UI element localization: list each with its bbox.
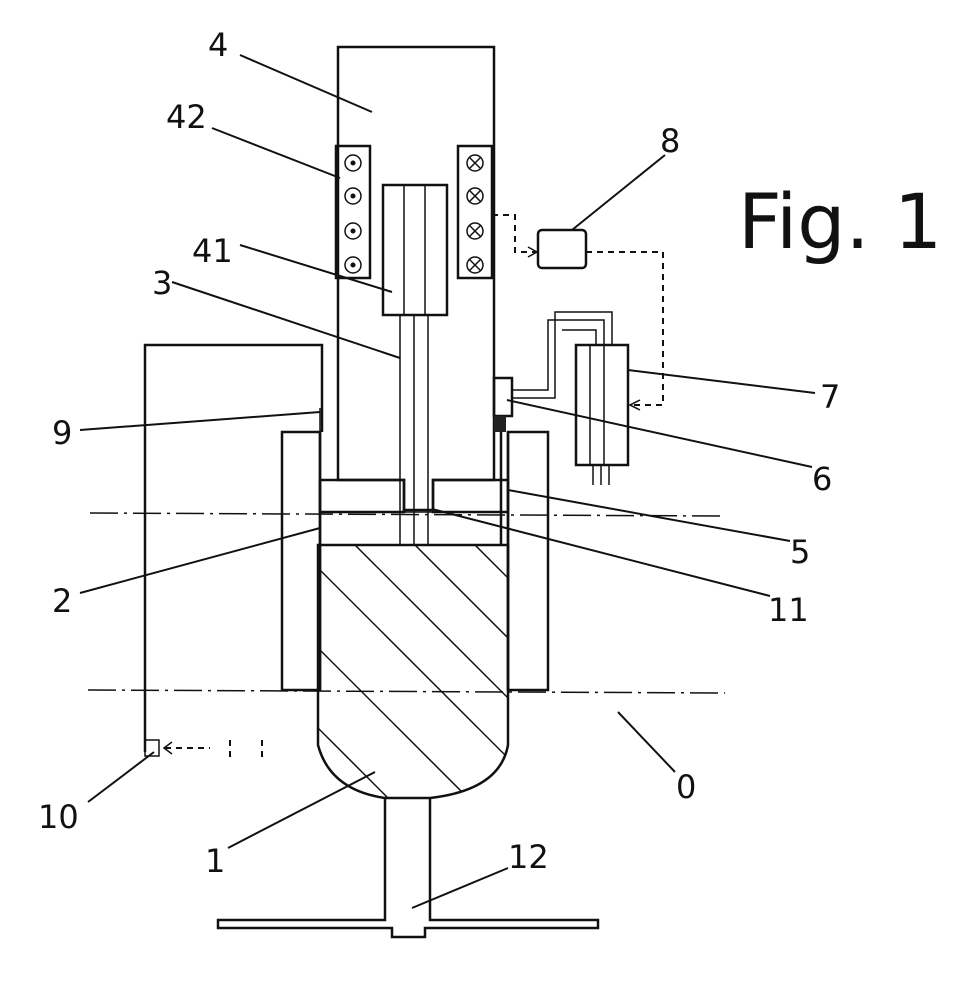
magnetic-core	[383, 185, 447, 315]
label-11: 11	[768, 591, 809, 629]
label-1: 1	[205, 842, 225, 880]
label-2: 2	[52, 582, 72, 620]
label-8: 8	[660, 122, 680, 160]
label-6: 6	[812, 460, 832, 498]
level-line-lower	[88, 690, 725, 693]
induction-coil-right	[458, 146, 492, 278]
level-line-upper	[90, 513, 720, 516]
label-5: 5	[790, 533, 810, 571]
label-4: 4	[208, 26, 228, 64]
label-12: 12	[508, 838, 549, 876]
label-42: 42	[166, 98, 207, 136]
leader-lines	[80, 55, 815, 908]
control-unit	[576, 345, 628, 485]
sensor	[494, 378, 512, 545]
label-7: 7	[820, 378, 840, 416]
label-0: 0	[676, 768, 696, 806]
controller	[538, 230, 586, 268]
label-10: 10	[38, 798, 79, 836]
induction-coil-left	[336, 146, 370, 278]
label-41: 41	[192, 232, 233, 270]
cable	[512, 312, 612, 398]
label-3: 3	[152, 264, 172, 302]
laser-emitter	[145, 740, 262, 758]
label-9: 9	[52, 414, 72, 452]
figure-title: Fig. 1	[738, 177, 942, 266]
